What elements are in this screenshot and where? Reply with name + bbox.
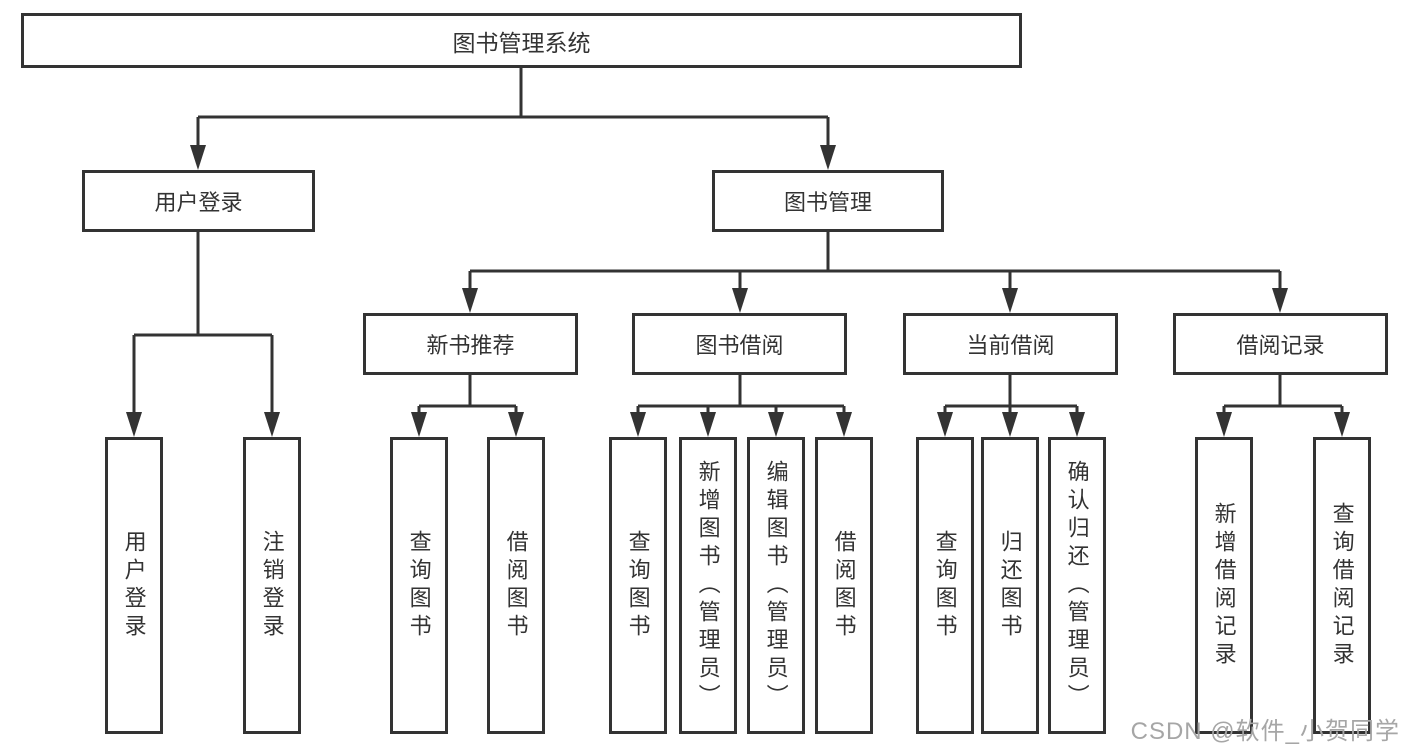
- node-leaf-add-book-admin: 新增图书（管理员）: [679, 437, 737, 734]
- node-leaf-edit-book-admin: 编辑图书（管理员）: [747, 437, 805, 734]
- leaf-label: 查询图书: [406, 529, 432, 642]
- node-new-book-recommend: 新书推荐: [363, 313, 578, 375]
- node-leaf-add-borrow-record: 新增借阅记录: [1195, 437, 1253, 734]
- node-book-management: 图书管理: [712, 170, 944, 232]
- leaf-label: 编辑图书（管理员）: [763, 459, 789, 712]
- node-root-system: 图书管理系统: [21, 13, 1022, 68]
- node-leaf-query-book-2: 查询图书: [609, 437, 667, 734]
- leaf-label: 归还图书: [997, 529, 1023, 642]
- leaf-label: 借阅图书: [503, 529, 529, 642]
- csdn-watermark: CSDN @软件_小贺同学: [1130, 718, 1400, 745]
- leaf-label: 查询借阅记录: [1329, 501, 1355, 670]
- node-book-borrow: 图书借阅: [632, 313, 847, 375]
- node-leaf-borrow-book-2: 借阅图书: [815, 437, 873, 734]
- leaf-label: 注销登录: [259, 529, 285, 642]
- leaf-label: 新增图书（管理员）: [695, 459, 721, 712]
- leaf-label: 借阅图书: [831, 529, 857, 642]
- leaf-label: 查询图书: [625, 529, 651, 642]
- node-leaf-query-book-3: 查询图书: [916, 437, 974, 734]
- leaf-label: 确认归还（管理员）: [1064, 459, 1090, 712]
- node-leaf-user-login: 用户登录: [105, 437, 163, 734]
- node-leaf-query-borrow-record: 查询借阅记录: [1313, 437, 1371, 734]
- leaf-label: 新增借阅记录: [1211, 501, 1237, 670]
- arrowheads: [126, 145, 1350, 437]
- node-current-borrow: 当前借阅: [903, 313, 1118, 375]
- node-user-login-group: 用户登录: [82, 170, 315, 232]
- node-leaf-query-book-1: 查询图书: [390, 437, 448, 734]
- node-leaf-borrow-book-1: 借阅图书: [487, 437, 545, 734]
- leaf-label: 查询图书: [932, 529, 958, 642]
- node-leaf-logout: 注销登录: [243, 437, 301, 734]
- node-borrow-record: 借阅记录: [1173, 313, 1388, 375]
- node-leaf-confirm-return-admin: 确认归还（管理员）: [1048, 437, 1106, 734]
- node-leaf-return-book: 归还图书: [981, 437, 1039, 734]
- leaf-label: 用户登录: [121, 529, 147, 642]
